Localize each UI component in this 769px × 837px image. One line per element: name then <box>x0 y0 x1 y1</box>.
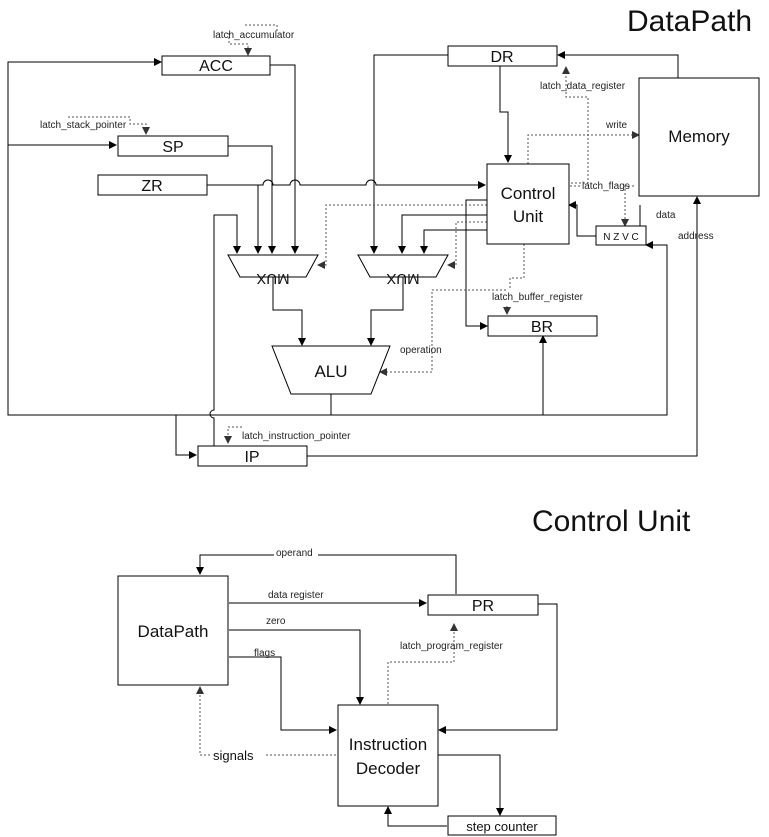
datapath-control-signals <box>68 24 640 444</box>
sp-label: SP <box>162 139 183 156</box>
control-unit-label-line2: Unit <box>513 207 544 226</box>
pr-label: PR <box>472 598 494 615</box>
label-address: address <box>678 231 714 242</box>
label-data-register: data register <box>268 590 324 601</box>
label-latch-stack-pointer: latch_stack_pointer <box>40 120 127 131</box>
mux-left-label: MUX <box>256 270 289 287</box>
mux-left[interactable]: MUX <box>227 254 319 287</box>
br-label: BR <box>531 319 553 336</box>
label-signals: signals <box>213 748 254 763</box>
datapath-signal-labels: latch_accumulator latch_stack_pointer la… <box>40 30 714 442</box>
sp-register[interactable]: SP <box>117 135 229 157</box>
label-latch-data-register: latch_data_register <box>540 81 626 92</box>
mux-right-label: MUX <box>386 270 419 287</box>
memory-block[interactable]: Memory <box>638 77 760 197</box>
label-latch-instruction-pointer: latch_instruction_pointer <box>242 431 351 442</box>
instruction-decoder-block[interactable]: Instruction Decoder <box>337 704 439 807</box>
label-flags: flags <box>254 648 275 659</box>
cu-datapath-label: DataPath <box>138 622 209 641</box>
label-data: data <box>656 210 676 221</box>
datapath-wires <box>7 51 701 459</box>
memory-label: Memory <box>668 127 730 146</box>
step-counter-block[interactable]: step counter <box>447 815 557 836</box>
control-unit-wires <box>196 554 558 827</box>
mux-right[interactable]: MUX <box>357 254 449 287</box>
decoder-label-line1: Instruction <box>349 735 427 754</box>
label-latch-accumulator: latch_accumulator <box>213 30 295 41</box>
dr-label: DR <box>490 49 513 66</box>
label-latch-flags: latch_flags <box>582 181 630 192</box>
label-latch-program-register: latch_program_register <box>400 641 503 652</box>
zr-register[interactable]: ZR <box>97 174 208 196</box>
label-latch-buffer-register: latch_buffer_register <box>492 292 584 303</box>
label-zero: zero <box>266 616 286 627</box>
control-unit-label-line1: Control <box>501 184 556 203</box>
flags-register-label: N Z V C <box>603 232 639 243</box>
datapath-title: DataPath <box>627 5 752 38</box>
decoder-label-line2: Decoder <box>356 759 421 778</box>
alu-block[interactable]: ALU <box>271 345 391 395</box>
ip-register[interactable]: IP <box>197 445 308 467</box>
label-write: write <box>605 120 628 131</box>
dr-register[interactable]: DR <box>447 45 558 67</box>
acc-register[interactable]: ACC <box>161 55 271 76</box>
alu-label: ALU <box>314 362 347 381</box>
pr-register[interactable]: PR <box>427 594 539 616</box>
flags-register[interactable]: N Z V C <box>595 225 647 246</box>
label-operand: operand <box>276 548 313 559</box>
control-unit-block[interactable]: Control Unit <box>486 163 570 245</box>
zr-label: ZR <box>141 178 162 195</box>
control-unit-signal-labels: operand data register zero flags latch_p… <box>213 547 503 763</box>
control-unit-title: Control Unit <box>532 505 691 538</box>
step-counter-label: step counter <box>466 819 538 834</box>
ip-label: IP <box>244 449 259 466</box>
br-register[interactable]: BR <box>487 315 598 337</box>
cu-datapath-block[interactable]: DataPath <box>117 575 229 686</box>
label-operation: operation <box>400 345 442 356</box>
acc-label: ACC <box>199 58 233 75</box>
